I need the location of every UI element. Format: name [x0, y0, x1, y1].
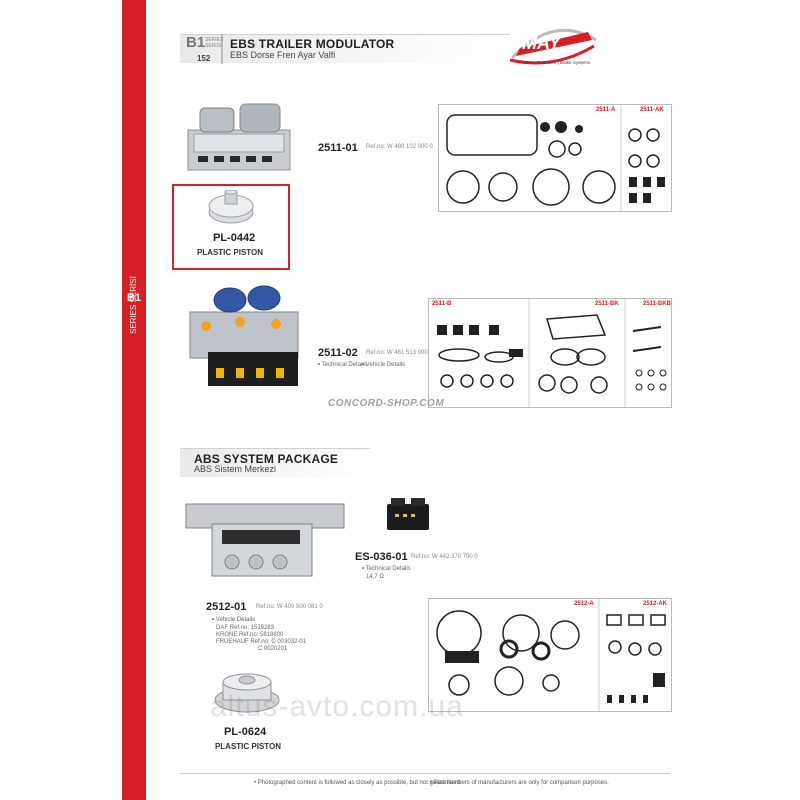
- kit-label-2511-a: 2511-A: [596, 107, 616, 113]
- logo-brand-text: MAY: [522, 33, 561, 53]
- page-title: EBS TRAILER MODULATOR: [230, 37, 395, 51]
- kit-label-2512-a: 2512-A: [574, 601, 594, 607]
- vehicle-details-link-2511-02[interactable]: • Vehicle Details: [362, 362, 406, 368]
- plastic-piston-image-pl-0442: [206, 189, 256, 226]
- product-code-pl-0624: PL-0624: [224, 726, 267, 738]
- product-code-es-036-01: ES-036-01: [355, 551, 408, 563]
- vehicle-line-fruehauf: FRUEHAUF Ref.no: C 003032-01: [216, 639, 307, 645]
- product-image-es-036-01: [383, 494, 437, 536]
- vehicle-line-krone: KRONE Ref.no: 5818800: [216, 632, 284, 638]
- kit-box-2511-b: [428, 298, 672, 408]
- page-subtitle: EBS Dorse Fren Ayar Valfi: [230, 50, 336, 60]
- vehicle-line-daf: DAF Ref.no: 1519283: [216, 625, 275, 631]
- series-box-label: SERIES SERİSİ: [205, 37, 224, 49]
- highlight-box-pl-0442: [172, 184, 290, 270]
- footer-disclaimer-left: • Photographed content is followed as cl…: [254, 780, 462, 786]
- footer-divider: [180, 773, 670, 774]
- series-box-code: B1: [186, 34, 206, 51]
- product-ref-2512-01: Ref.no: W 400 500 081 0: [256, 604, 323, 610]
- page-number: 152: [197, 54, 211, 63]
- product-image-2511-01: [180, 100, 298, 180]
- kit-label-2511-bkb: 2511-BKB: [643, 301, 672, 307]
- watermark-altus: altus-avto.com.ua: [210, 690, 464, 723]
- vehicle-details-2512-01[interactable]: • Vehicle Details: [212, 617, 256, 623]
- product-ref-2511-02: Ref.no: W 461 513 000 0: [366, 350, 433, 356]
- product-ref-2511-01: Ref.no: W 480 102 000 0: [366, 144, 433, 150]
- product-code-pl-0442: PL-0442: [213, 232, 256, 244]
- series-box: B1 SERIES SERİSİ 152: [183, 34, 223, 64]
- technical-details-es-036-01[interactable]: • Technical Details: [362, 566, 411, 572]
- plastic-piston-image-pl-0624: [210, 668, 284, 716]
- sidebar-series-code: B1: [126, 292, 142, 304]
- technical-details-link-2511-02[interactable]: • Technical Details: [318, 362, 367, 368]
- section-header-band: [180, 448, 370, 477]
- kit-label-2511-bk: 2511-BK: [595, 301, 619, 307]
- product-code-2511-01: 2511-01: [318, 142, 358, 154]
- product-ref-es-036-01: Ref.no: W 442 370 700 0: [411, 554, 478, 560]
- kit-label-2512-ak: 2512-AK: [643, 601, 668, 607]
- resistance-value: 14,7 Ω: [366, 574, 384, 580]
- product-name-pl-0624: PLASTIC PISTON: [214, 742, 282, 751]
- product-code-2511-02: 2511-02: [318, 347, 358, 359]
- header-band: [180, 34, 510, 63]
- kit-box-2512-a: [428, 598, 672, 712]
- section-title-abs: ABS SYSTEM PACKAGE: [194, 452, 339, 466]
- kit-label-2511-b: 2511-B: [432, 301, 452, 307]
- product-code-2512-01: 2512-01: [206, 601, 247, 613]
- kit-box-2511-a: [438, 104, 672, 212]
- may-logo: MAY Fren Sistemleri | Brake Systems: [504, 20, 602, 70]
- side-red-bar: [122, 0, 146, 800]
- kit-label-2511-ak: 2511-AK: [640, 107, 664, 113]
- sidebar-series-label: SERIES SERİSİ: [129, 276, 138, 334]
- product-image-2511-02: [180, 282, 306, 394]
- footer-disclaimer-right: • Part numbers of manufacturers are only…: [430, 780, 609, 786]
- product-image-2512-01: [182, 490, 348, 590]
- vehicle-line-fruehauf-2: C 0020201: [258, 646, 288, 652]
- watermark-concord: CONCORD-SHOP.COM: [328, 398, 445, 409]
- logo-tagline: Fren Sistemleri | Brake Systems: [526, 60, 591, 65]
- product-name-pl-0442: PLASTIC PISTON: [196, 248, 264, 257]
- section-subtitle-abs: ABS Sistem Merkezi: [194, 464, 277, 474]
